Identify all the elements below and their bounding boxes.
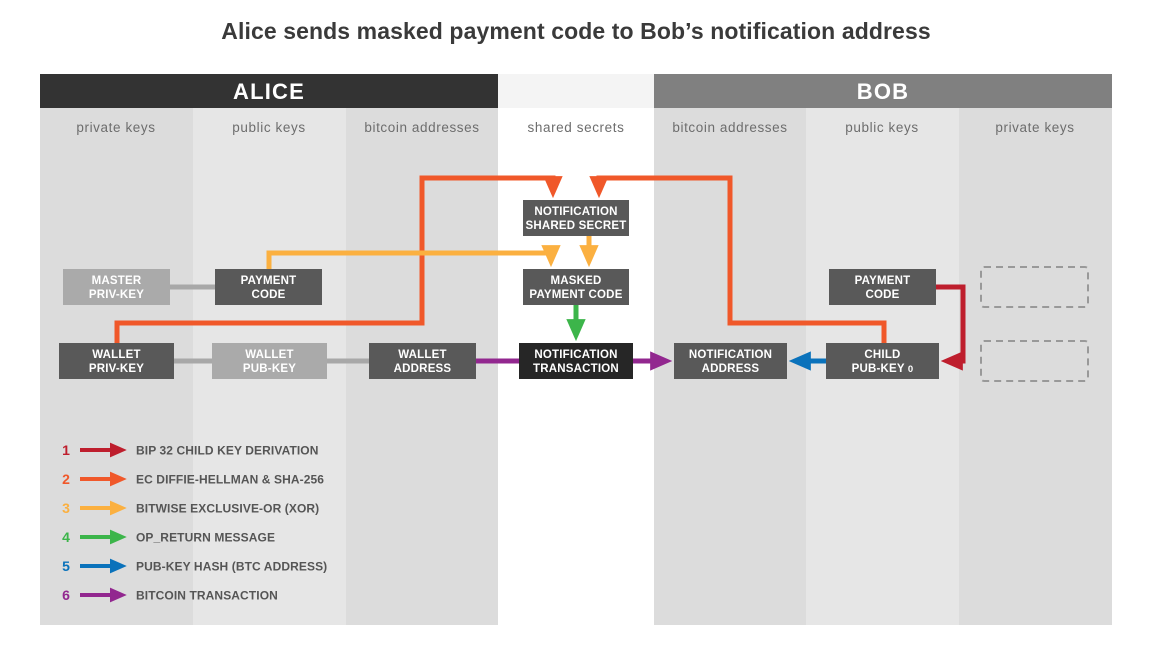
alice-wallet-pub-key-line-2: PUB-KEY bbox=[243, 363, 296, 375]
flow-alice-payment-code-to-masked bbox=[266, 245, 561, 269]
alice-payment-code-box bbox=[215, 269, 322, 305]
notification-transaction-line-1: NOTIFICATION bbox=[534, 349, 617, 361]
bob-payment-code-box bbox=[829, 269, 936, 305]
notification-shared-secret-line-2: SHARED SECRET bbox=[525, 220, 626, 232]
flow-bob-child-pub-key-to-shared-secret bbox=[589, 175, 887, 343]
notification-shared-secret-line-1: NOTIFICATION bbox=[534, 206, 617, 218]
bob-child-pub-key-line-2: PUB-KEY 0 bbox=[852, 363, 914, 375]
legend-label-1: BIP 32 CHILD KEY DERIVATION bbox=[136, 444, 319, 458]
legend-item-6: 6 BITCOIN TRANSACTION bbox=[62, 587, 278, 603]
bob-child-pub-key-line-1: CHILD bbox=[864, 349, 900, 361]
legend: 1 BIP 32 CHILD KEY DERIVATION 2 EC DIFFIE-H… bbox=[62, 442, 327, 603]
alice-wallet-priv-key-line-1: WALLET bbox=[92, 349, 140, 361]
alice-master-priv-key: MASTER PRIV-KEY bbox=[63, 269, 170, 305]
legend-label-4: OP_RETURN MESSAGE bbox=[136, 531, 275, 545]
flow-arrows bbox=[114, 175, 966, 371]
notification-transaction-line-2: TRANSACTION bbox=[533, 363, 619, 375]
column-label-shared-secrets: shared secrets bbox=[528, 120, 625, 135]
column-label-alice-public-keys: public keys bbox=[232, 120, 305, 135]
masked-payment-code: MASKED PAYMENT CODE bbox=[523, 269, 629, 305]
party-name-bob: BOB bbox=[857, 79, 910, 104]
node-boxes: MASTERPRIV-KEYPAYMENTCODEWALLETPRIV-KEYW… bbox=[59, 200, 939, 379]
gray-connectors bbox=[170, 284, 369, 364]
column-label-alice-bitcoin-addresses: bitcoin addresses bbox=[364, 120, 479, 135]
legend-label-3: BITWISE EXCLUSIVE-OR (XOR) bbox=[136, 502, 319, 516]
column-band-bob-private-keys bbox=[959, 108, 1112, 625]
alice-wallet-address-box bbox=[369, 343, 476, 379]
legend-label-6: BITCOIN TRANSACTION bbox=[136, 589, 278, 603]
legend-item-1: 1 BIP 32 CHILD KEY DERIVATION bbox=[62, 442, 318, 458]
notification-transaction: NOTIFICATION TRANSACTION bbox=[519, 343, 633, 379]
notification-shared-secret-box bbox=[523, 200, 629, 236]
legend-item-5: 5 PUB-KEY HASH (BTC ADDRESS) bbox=[62, 558, 327, 574]
legend-number-2: 2 bbox=[62, 471, 70, 487]
alice-wallet-priv-key: WALLET PRIV-KEY bbox=[59, 343, 174, 379]
alice-master-priv-key-box bbox=[63, 269, 170, 305]
alice-wallet-address-line-1: WALLET bbox=[398, 349, 446, 361]
bob-notification-address-box bbox=[674, 343, 787, 379]
legend-number-5: 5 bbox=[62, 558, 70, 574]
notification-transaction-box bbox=[519, 343, 633, 379]
alice-payment-code-line-2: CODE bbox=[251, 289, 285, 301]
party-name-alice: ALICE bbox=[233, 79, 305, 104]
legend-number-6: 6 bbox=[62, 587, 70, 603]
party-headers: ALICE BOB bbox=[40, 74, 1112, 108]
column-label-alice-private-keys: private keys bbox=[76, 120, 155, 135]
legend-item-4: 4 OP_RETURN MESSAGE bbox=[62, 529, 275, 545]
alice-wallet-address: WALLET ADDRESS bbox=[369, 343, 476, 379]
party-header-alice bbox=[40, 74, 498, 108]
legend-number-3: 3 bbox=[62, 500, 70, 516]
bob-payment-code-line-1: PAYMENT bbox=[855, 275, 911, 287]
legend-number-1: 1 bbox=[62, 442, 70, 458]
legend-label-5: PUB-KEY HASH (BTC ADDRESS) bbox=[136, 560, 327, 574]
alice-wallet-priv-key-line-2: PRIV-KEY bbox=[89, 363, 144, 375]
column-labels: private keys public keys bitcoin addresses… bbox=[76, 120, 1074, 135]
column-label-bob-bitcoin-addresses: bitcoin addresses bbox=[672, 120, 787, 135]
legend-item-3: 3 BITWISE EXCLUSIVE-OR (XOR) bbox=[62, 500, 319, 516]
column-label-bob-private-keys: private keys bbox=[995, 120, 1074, 135]
alice-payment-code: PAYMENT CODE bbox=[215, 269, 322, 305]
bob-private-key-placeholder-1 bbox=[980, 266, 1089, 308]
page-title: Alice sends masked payment code to Bob’s… bbox=[221, 18, 931, 44]
bob-child-pub-key-index: 0 bbox=[908, 364, 913, 375]
flow-bob-payment-code-to-child-pub-key bbox=[936, 284, 966, 371]
alice-wallet-pub-key-box bbox=[212, 343, 327, 379]
legend-label-2: EC DIFFIE-HELLMAN & SHA-256 bbox=[136, 473, 324, 487]
bob-child-pub-key-box bbox=[826, 343, 939, 379]
bob-notification-address-line-1: NOTIFICATION bbox=[689, 349, 772, 361]
alice-payment-code-line-1: PAYMENT bbox=[241, 275, 297, 287]
notification-shared-secret: NOTIFICATION SHARED SECRET bbox=[523, 200, 629, 236]
legend-item-2: 2 EC DIFFIE-HELLMAN & SHA-256 bbox=[62, 471, 324, 487]
masked-payment-code-line-1: MASKED bbox=[550, 275, 601, 287]
bob-notification-address-line-2: ADDRESS bbox=[702, 363, 760, 375]
masked-payment-code-line-2: PAYMENT CODE bbox=[529, 289, 622, 301]
alice-wallet-address-line-2: ADDRESS bbox=[394, 363, 452, 375]
bob-notification-address: NOTIFICATION ADDRESS bbox=[674, 343, 787, 379]
alice-master-priv-key-line-1: MASTER bbox=[92, 275, 142, 287]
alice-wallet-pub-key-line-1: WALLET bbox=[245, 349, 293, 361]
bob-private-key-placeholder-2 bbox=[980, 340, 1089, 382]
party-header-bob bbox=[654, 74, 1112, 108]
placeholder-boxes bbox=[980, 266, 1089, 382]
alice-master-priv-key-line-2: PRIV-KEY bbox=[89, 289, 144, 301]
alice-wallet-priv-key-box bbox=[59, 343, 174, 379]
masked-payment-code-box bbox=[523, 269, 629, 305]
column-label-bob-public-keys: public keys bbox=[845, 120, 918, 135]
bob-payment-code: PAYMENT CODE bbox=[829, 269, 936, 305]
legend-number-4: 4 bbox=[62, 529, 70, 545]
alice-wallet-pub-key: WALLET PUB-KEY bbox=[212, 343, 327, 379]
bob-payment-code-line-2: CODE bbox=[865, 289, 899, 301]
bob-child-pub-key: CHILD PUB-KEY 0 bbox=[826, 343, 939, 379]
